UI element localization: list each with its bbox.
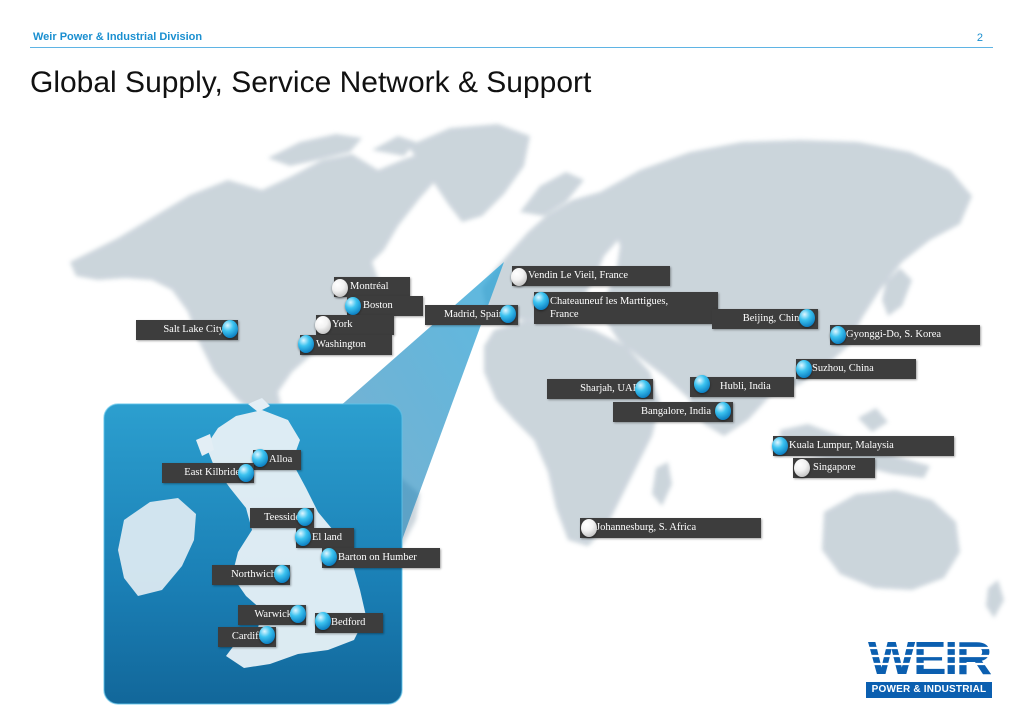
- location-marker-blue-icon: [500, 305, 516, 323]
- location-beijing: Beijing, China: [712, 309, 818, 329]
- division-name: Weir Power & Industrial Division: [33, 31, 203, 43]
- location-marker-white-icon: [332, 279, 348, 297]
- logo-subtitle: POWER & INDUSTRIAL: [866, 682, 992, 698]
- location-singapore: Singapore: [793, 458, 875, 478]
- location-marker-blue-icon: [259, 626, 275, 644]
- location-madrid: Madrid, Spain: [425, 305, 518, 325]
- location-marker-blue-icon: [715, 402, 731, 420]
- location-montreal: Montréal: [334, 277, 410, 297]
- header-divider: [30, 47, 993, 48]
- location-marker-blue-icon: [799, 309, 815, 327]
- location-marker-blue-icon: [533, 292, 549, 310]
- location-suzhou: Suzhou, China: [796, 359, 916, 379]
- location-east-kilbride: East Kilbride: [162, 463, 254, 483]
- location-northwich: Northwich: [212, 565, 290, 585]
- location-bangalore: Bangalore, India: [613, 402, 733, 422]
- location-york: York: [316, 315, 394, 335]
- weir-logo: WEIR POWER & INDUSTRIAL: [866, 636, 992, 698]
- location-bedford: Bedford: [315, 613, 383, 633]
- location-barton: Barton on Humber: [322, 548, 440, 568]
- location-hubli: Hubli, India: [690, 377, 794, 397]
- location-marker-white-icon: [511, 268, 527, 286]
- location-marker-white-icon: [581, 519, 597, 537]
- location-marker-blue-icon: [345, 297, 361, 315]
- location-marker-blue-icon: [635, 380, 651, 398]
- location-marker-blue-icon: [252, 449, 268, 467]
- location-marker-blue-icon: [694, 375, 710, 393]
- location-marker-white-icon: [794, 459, 810, 477]
- location-marker-blue-icon: [290, 605, 306, 623]
- location-marker-blue-icon: [315, 612, 331, 630]
- page-number: 2: [976, 32, 983, 44]
- location-marker-blue-icon: [772, 437, 788, 455]
- logo-wordmark-text: WEIR: [868, 636, 992, 680]
- location-marker-blue-icon: [295, 528, 311, 546]
- location-boston: Boston: [347, 296, 423, 316]
- location-marker-blue-icon: [297, 508, 313, 526]
- location-marker-blue-icon: [298, 335, 314, 353]
- location-warwick: Warwick: [238, 605, 306, 625]
- location-marker-blue-icon: [222, 320, 238, 338]
- location-marker-blue-icon: [321, 548, 337, 566]
- location-marker-blue-icon: [238, 464, 254, 482]
- location-chateauneuf: Chateauneuf les Marttigues, France: [534, 292, 718, 324]
- location-gyonggi: Gyonggi-Do, S. Korea: [830, 325, 980, 345]
- location-vendin: Vendin Le Vieil, France: [512, 266, 670, 286]
- location-marker-blue-icon: [796, 360, 812, 378]
- location-marker-white-icon: [315, 316, 331, 334]
- location-sharjah: Sharjah, UAE: [547, 379, 653, 399]
- location-marker-blue-icon: [274, 565, 290, 583]
- weir-wordmark: WEIR: [866, 636, 992, 680]
- location-washington: Washington: [300, 335, 392, 355]
- location-marker-blue-icon: [830, 326, 846, 344]
- page-title: Global Supply, Service Network & Support: [30, 66, 592, 99]
- location-johannesburg: Johannesburg, S. Africa: [580, 518, 761, 538]
- location-kuala-lumpur: Kuala Lumpur, Malaysia: [773, 436, 954, 456]
- location-salt-lake-city: Salt Lake City: [136, 320, 238, 340]
